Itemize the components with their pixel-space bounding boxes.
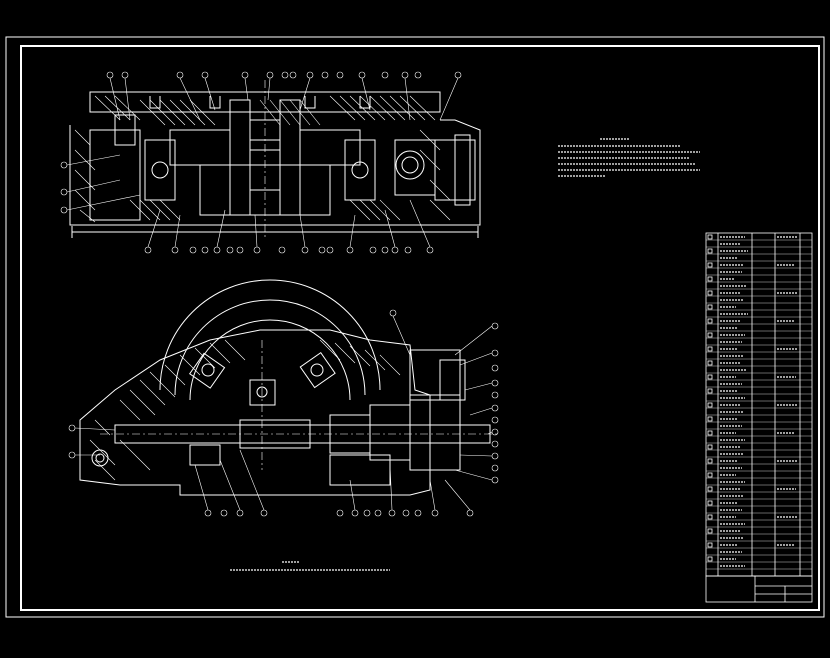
parts-list-table <box>705 232 813 577</box>
technical-requirements-notes <box>558 138 700 177</box>
technical-specs-text <box>230 561 390 571</box>
inner-border <box>20 45 820 611</box>
bottom-section-view <box>68 279 500 517</box>
outer-border <box>5 36 825 618</box>
top-section-view <box>60 71 481 254</box>
title-block <box>705 575 813 603</box>
